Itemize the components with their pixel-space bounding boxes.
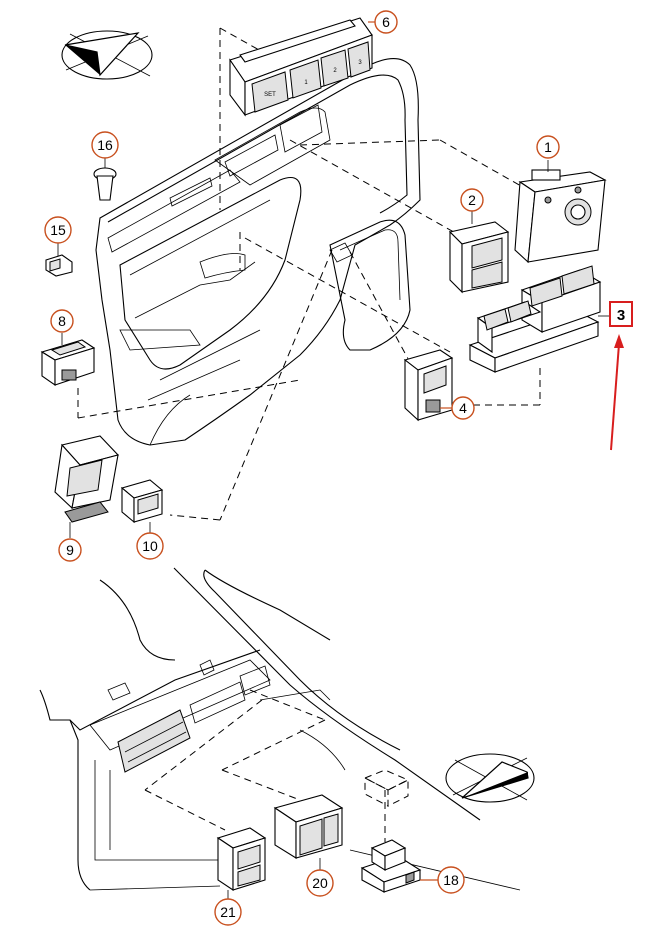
part-8-switch	[40, 333, 96, 387]
leader-lines-top	[77, 27, 541, 521]
svg-text:16: 16	[97, 137, 113, 153]
orientation-arrow-bottom-icon	[445, 753, 535, 803]
callout-6: 6	[368, 10, 398, 34]
callout-10: 10	[136, 532, 164, 560]
callout-2: 2	[460, 188, 484, 212]
part-15-pin	[45, 243, 73, 277]
svg-text:1: 1	[544, 139, 552, 155]
part-4-switch	[403, 349, 454, 422]
part-16-clip	[93, 158, 117, 201]
part-1-mirror-switch	[514, 160, 607, 264]
callout-16: 16	[91, 131, 119, 159]
orientation-arrow-top-icon	[61, 30, 153, 80]
leader-lines-bottom	[144, 689, 386, 842]
switch-set-label: SET	[264, 92, 276, 98]
callout-4: 4	[440, 396, 475, 420]
svg-text:9: 9	[66, 542, 74, 558]
callout-1: 1	[536, 135, 560, 159]
part-3-master-window-switch	[468, 265, 612, 373]
svg-text:3: 3	[617, 307, 625, 324]
callout-18: 18	[420, 866, 465, 894]
svg-text:20: 20	[312, 875, 328, 891]
svg-text:4: 4	[459, 400, 467, 416]
svg-text:15: 15	[50, 222, 66, 238]
svg-text:8: 8	[58, 313, 66, 329]
highlight-arrow-icon	[610, 334, 624, 451]
svg-text:10: 10	[142, 538, 158, 554]
switch-3-label: 3	[358, 60, 362, 66]
interior-console-view	[39, 567, 521, 891]
callout-15: 15	[44, 216, 72, 244]
part-9-bezel	[54, 435, 120, 538]
svg-text:21: 21	[220, 904, 236, 920]
switch-1-label: 1	[304, 80, 308, 86]
switch-2-label: 2	[333, 68, 337, 74]
door-panel	[95, 58, 421, 446]
part-20-console-switch	[273, 794, 344, 872]
part-10-switch	[120, 479, 164, 534]
callout-8: 8	[50, 309, 74, 333]
callout-20: 20	[306, 869, 334, 897]
callout-9: 9	[58, 538, 82, 562]
part-6-switch-pack: SET 1 2 3	[229, 17, 373, 117]
svg-text:18: 18	[443, 872, 459, 888]
svg-text:2: 2	[468, 192, 476, 208]
callout-3-highlighted: 3	[609, 301, 633, 327]
callout-21: 21	[214, 898, 242, 926]
svg-text:6: 6	[382, 14, 390, 30]
part-21-switch	[216, 827, 267, 900]
part-18-bracket	[360, 769, 422, 893]
part-2-window-switch	[448, 210, 510, 294]
